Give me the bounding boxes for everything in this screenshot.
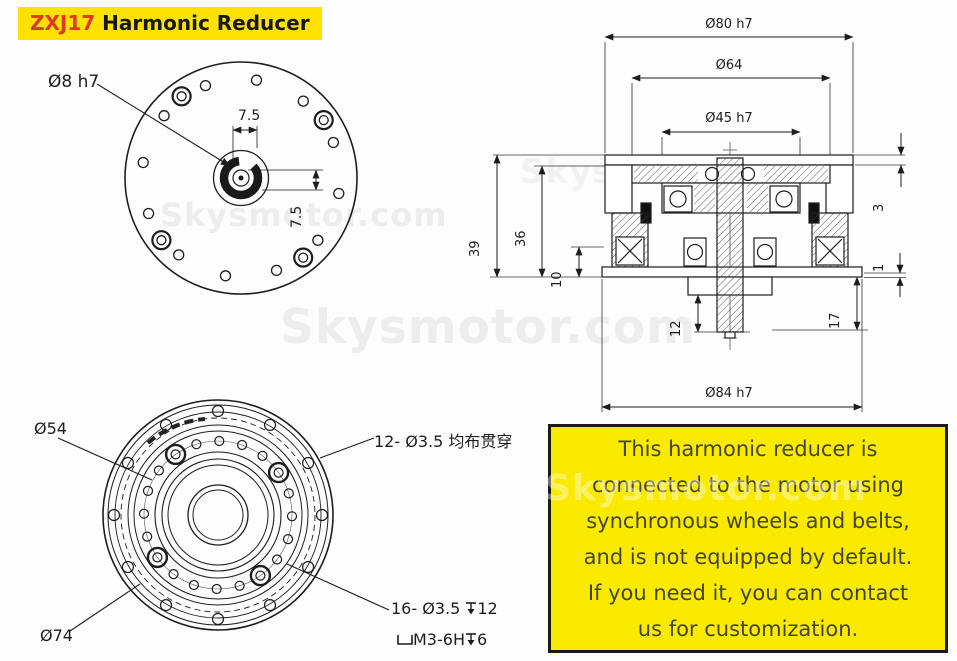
section-dim-d80: Ø80 h7 <box>705 17 753 32</box>
bottom-view-d74: Ø74 <box>40 626 73 645</box>
watermark-center: Skysmotor.com <box>280 300 697 355</box>
watermark-note-box: Skysmotor.com <box>545 468 867 509</box>
note-line: us for customization. <box>637 616 859 641</box>
section-dim-3: 3 <box>872 203 887 212</box>
callout-thread: M3-6H 6 <box>397 630 487 650</box>
title-banner: ZXJ17 Harmonic Reducer <box>18 7 322 40</box>
callout-through-holes: 12- Ø3.5 均布贯穿 <box>374 432 513 451</box>
section-dim-d84: Ø84 h7 <box>705 386 753 401</box>
depth-icon <box>465 631 477 650</box>
note-line: synchronous wheels and belts, <box>586 508 910 533</box>
bottom-view-d54: Ø54 <box>34 419 67 438</box>
section-dim-d64: Ø64 <box>715 58 743 73</box>
bottom-view-drawing <box>57 399 390 632</box>
note-line: and is not equipped by default. <box>583 544 913 569</box>
callout-blind-prefix: 16- Ø3.5 <box>391 599 466 618</box>
note-line: This harmonic reducer is <box>618 436 878 461</box>
top-view-dim-vertical: 7.5 <box>289 205 305 228</box>
section-dim-d45: Ø45 h7 <box>705 111 753 126</box>
callout-blind-depth: 12 <box>477 599 498 618</box>
model-code: ZXJ17 <box>30 11 96 35</box>
page-title: Harmonic Reducer <box>95 11 310 35</box>
section-dim-10: 10 <box>550 271 565 288</box>
thread-spec: M3-6H <box>413 630 465 649</box>
section-dim-39: 39 <box>468 240 483 257</box>
section-dim-17: 17 <box>828 312 843 329</box>
top-view-drawing <box>96 61 358 295</box>
depth-icon <box>465 600 477 619</box>
info-note-box: This harmonic reducer is connected to th… <box>548 424 948 653</box>
note-line: connected to the motor using <box>592 472 904 497</box>
section-view-drawing <box>490 33 906 412</box>
watermark-top-left: Skysmotor.com <box>160 196 448 234</box>
section-dim-36: 36 <box>514 230 529 247</box>
top-view-bore-label: Ø8 h7 <box>48 72 100 92</box>
counterbore-icon <box>397 631 413 650</box>
thread-depth: 6 <box>476 630 488 649</box>
note-line: If you need it, you can contact <box>587 580 909 605</box>
top-view-dim-horizontal: 7.5 <box>238 108 261 124</box>
section-dim-12: 12 <box>669 320 684 337</box>
section-dim-1: 1 <box>872 263 887 272</box>
callout-blind-holes: 16- Ø3.5 12 <box>391 599 498 619</box>
